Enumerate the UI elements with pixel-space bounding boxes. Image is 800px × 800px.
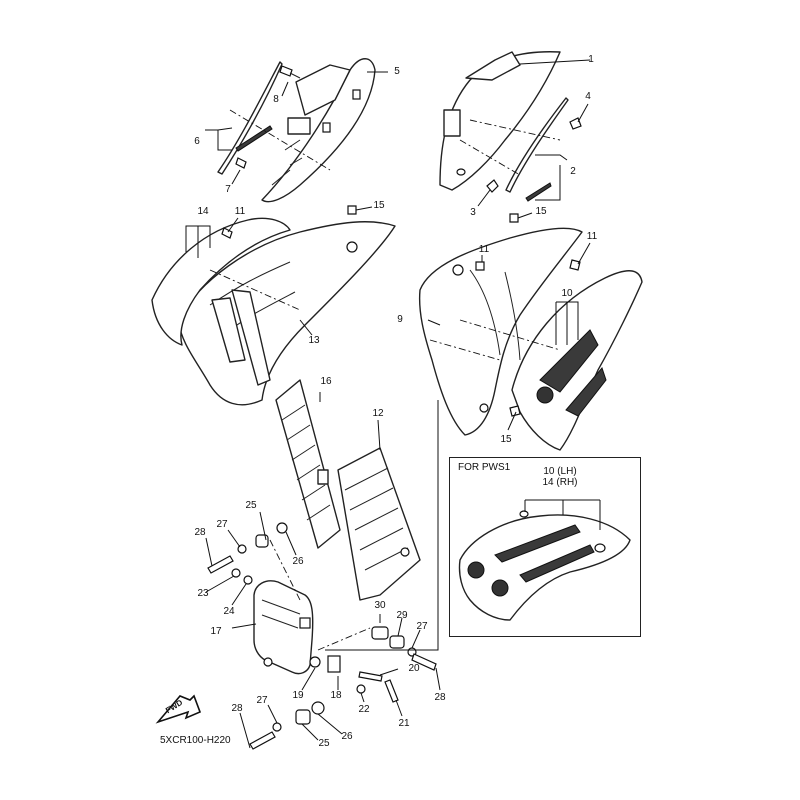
- callout: 14: [197, 206, 209, 217]
- inset-label-lh: 10 (LH): [543, 466, 577, 477]
- callout: 3: [470, 207, 476, 218]
- side-cover-left: [261, 58, 376, 203]
- callout: 17: [210, 626, 222, 637]
- callout: 8: [273, 94, 279, 105]
- callout: 13: [308, 335, 320, 346]
- callout: 25: [245, 500, 257, 511]
- callout: 27: [416, 621, 428, 632]
- callout: 26: [292, 556, 304, 567]
- callout: 2: [570, 166, 576, 177]
- radiator-shroud-right: [418, 227, 583, 436]
- fwd-arrow-icon: [155, 694, 202, 724]
- callout: 28: [194, 527, 206, 538]
- callout: 26: [341, 731, 353, 742]
- callout: 15: [373, 200, 385, 211]
- diagram-code: 5XCR100-H220: [160, 735, 231, 746]
- callout: 6: [194, 136, 200, 147]
- graphic-strip-right: [505, 97, 569, 202]
- callout: 28: [231, 703, 243, 714]
- callout: 29: [396, 610, 408, 621]
- callout: 15: [500, 434, 512, 445]
- callout: 24: [223, 606, 235, 617]
- callout: 18: [330, 690, 342, 701]
- callout: 15: [535, 206, 547, 217]
- callout: 20: [408, 663, 420, 674]
- inset-title: FOR PWS1: [458, 462, 511, 473]
- radiator-shroud-left: [177, 221, 396, 406]
- callout: 22: [358, 704, 370, 715]
- callout: 12: [372, 408, 384, 419]
- callout: 7: [225, 184, 231, 195]
- callout: 16: [320, 376, 332, 387]
- leader-lines: [185, 59, 591, 749]
- callout: 9: [397, 314, 403, 325]
- callout: 1: [588, 54, 594, 65]
- callout: 10: [561, 288, 573, 299]
- callout: 5: [394, 66, 400, 77]
- callout: 23: [197, 588, 209, 599]
- inset-box: [449, 457, 641, 637]
- callout: 11: [586, 231, 598, 242]
- callout: 27: [216, 519, 228, 530]
- callout: 25: [318, 738, 330, 749]
- callout: 27: [256, 695, 268, 706]
- callout: 21: [398, 718, 410, 729]
- inset-label-rh: 14 (RH): [542, 477, 578, 488]
- callout: 4: [585, 91, 591, 102]
- callout: 11: [234, 206, 246, 217]
- coolant-reservoir: [253, 580, 314, 675]
- fasteners: [207, 65, 582, 750]
- shroud-graphic-left: [151, 217, 291, 346]
- graphic-strip-left: [217, 61, 283, 175]
- radiator-guard-left: [275, 379, 341, 549]
- callout: 19: [292, 690, 304, 701]
- callout: 11: [478, 244, 490, 255]
- radiator-guard-right: [337, 447, 421, 601]
- callout: 28: [434, 692, 446, 703]
- side-cover-right: [439, 51, 561, 191]
- inset-shroud-graphic: [458, 499, 631, 621]
- callout: 30: [374, 600, 386, 611]
